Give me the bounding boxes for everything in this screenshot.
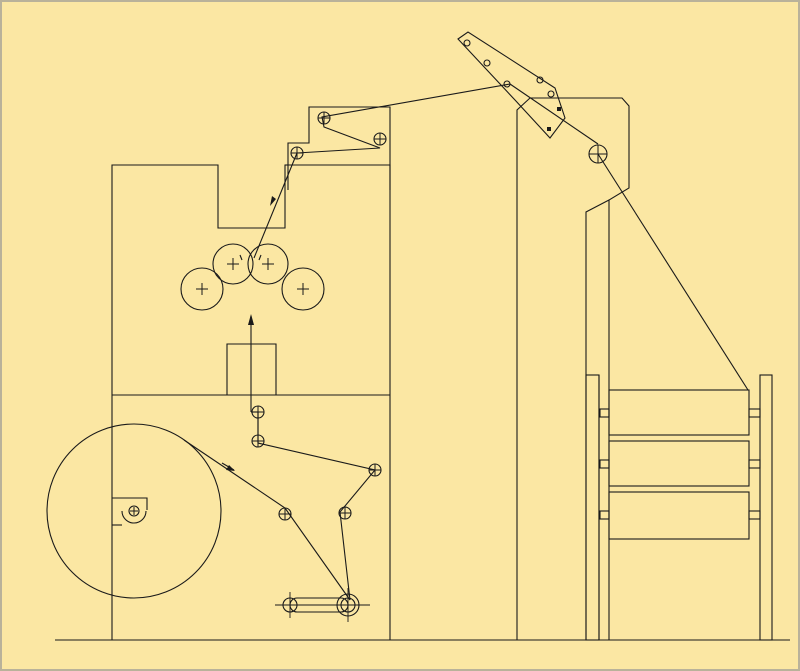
guide-roller xyxy=(338,506,352,520)
upper-stepped-frame xyxy=(285,106,391,190)
roll-hub xyxy=(128,505,140,517)
bracket-arm xyxy=(457,31,566,139)
nip-rollers xyxy=(180,243,325,311)
unwind-roll xyxy=(46,423,222,599)
guide-roller xyxy=(373,132,387,146)
dancer-base xyxy=(275,588,370,622)
roll-rack xyxy=(585,374,773,641)
guide-roller xyxy=(317,111,331,125)
web-path xyxy=(183,83,749,601)
